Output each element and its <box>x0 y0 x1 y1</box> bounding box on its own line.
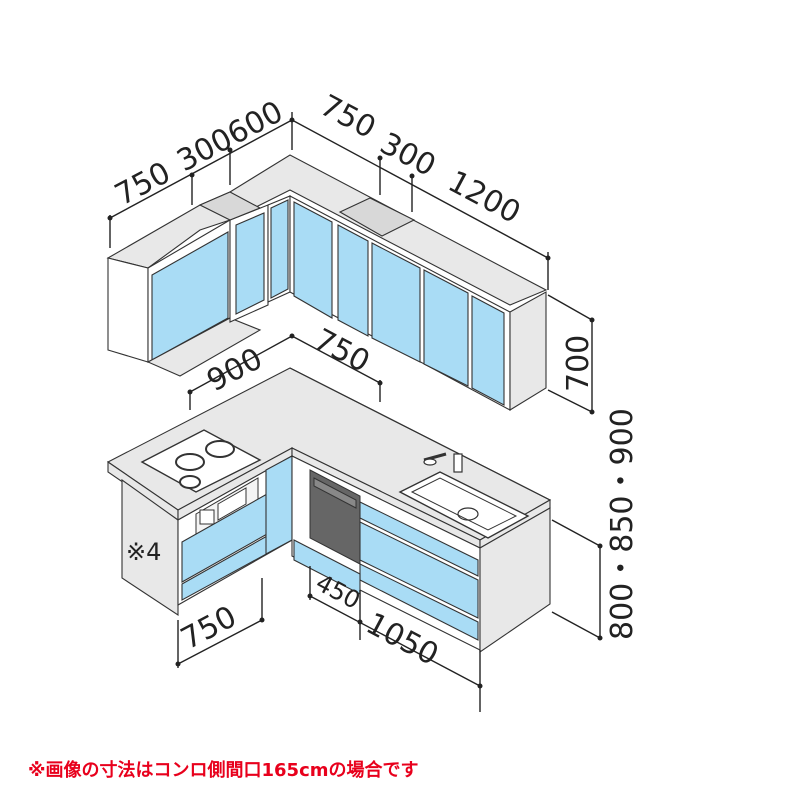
lower-dimension-lines <box>175 519 603 712</box>
dim-upper-left-750: 750 <box>109 155 176 213</box>
upper-door-right-3 <box>371 242 421 363</box>
upper-door-right-5 <box>471 295 505 406</box>
upper-door-left-1 <box>151 231 229 361</box>
counter-dimension-lines <box>187 333 383 410</box>
grill-control-icon <box>199 509 215 525</box>
grill-door <box>217 487 247 521</box>
upper-door-left-3 <box>270 199 289 299</box>
side-panel-right <box>479 507 551 654</box>
dim-upper-right-300: 300 <box>374 126 441 184</box>
lower-cabinets <box>106 367 552 654</box>
upper-door-right-2 <box>337 224 369 337</box>
lower-drawer-right-2 <box>359 521 479 619</box>
faucet-icon <box>423 452 463 473</box>
dim-upper-1200: 1200 <box>442 164 526 231</box>
dim-upper-height-700: 700 <box>561 335 596 392</box>
burner-2-icon <box>205 440 235 458</box>
side-panel-left <box>121 478 179 617</box>
burner-3-icon <box>179 475 201 489</box>
upper-door-right-1 <box>293 201 333 319</box>
sink-drain-icon <box>457 507 479 521</box>
upper-cabinets <box>106 154 548 411</box>
upper-door-right-4 <box>423 269 469 387</box>
burner-1-icon <box>175 453 205 471</box>
dim-counter-height: 800・850・900 <box>605 408 640 640</box>
upper-door-left-2 <box>235 212 265 315</box>
lower-drawer-right-1 <box>359 501 479 577</box>
side-note: ※4 <box>126 538 161 566</box>
upper-dimension-lines <box>107 112 595 415</box>
footnote: ※画像の寸法はコンロ側間口165cmの場合です <box>28 760 419 781</box>
lower-door-left-3 <box>265 455 293 555</box>
